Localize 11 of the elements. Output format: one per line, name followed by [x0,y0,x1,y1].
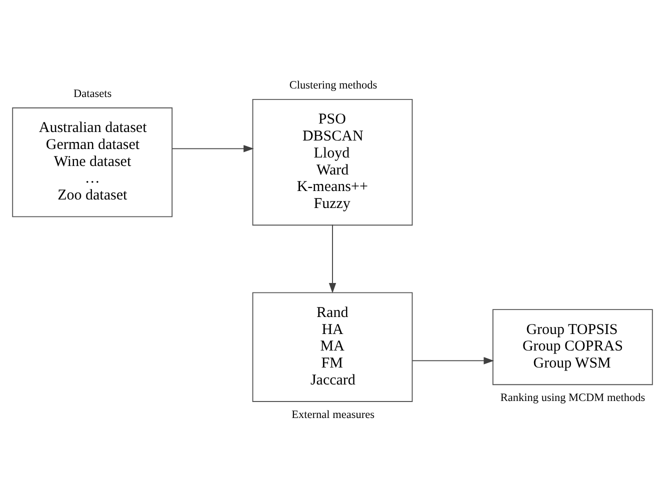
node-box: Group TOPSIS Group COPRAS Group WSM [492,308,653,385]
node-label: Datasets [74,88,112,100]
node-box: Australian dataset German dataset Wine dataset … Zoo dataset [12,106,173,217]
arrow [172,144,254,152]
arrow [412,356,494,364]
node-label: Clustering methods [289,79,378,92]
node-label: Ranking using MCDM methods [500,392,646,404]
node-box: Rand HA MA FM Jaccard [252,292,413,402]
arrow [328,224,336,293]
node-box: PSO DBSCAN Lloyd Ward K-means++ Fuzzy [252,98,413,226]
node-label: External measures [292,408,374,421]
